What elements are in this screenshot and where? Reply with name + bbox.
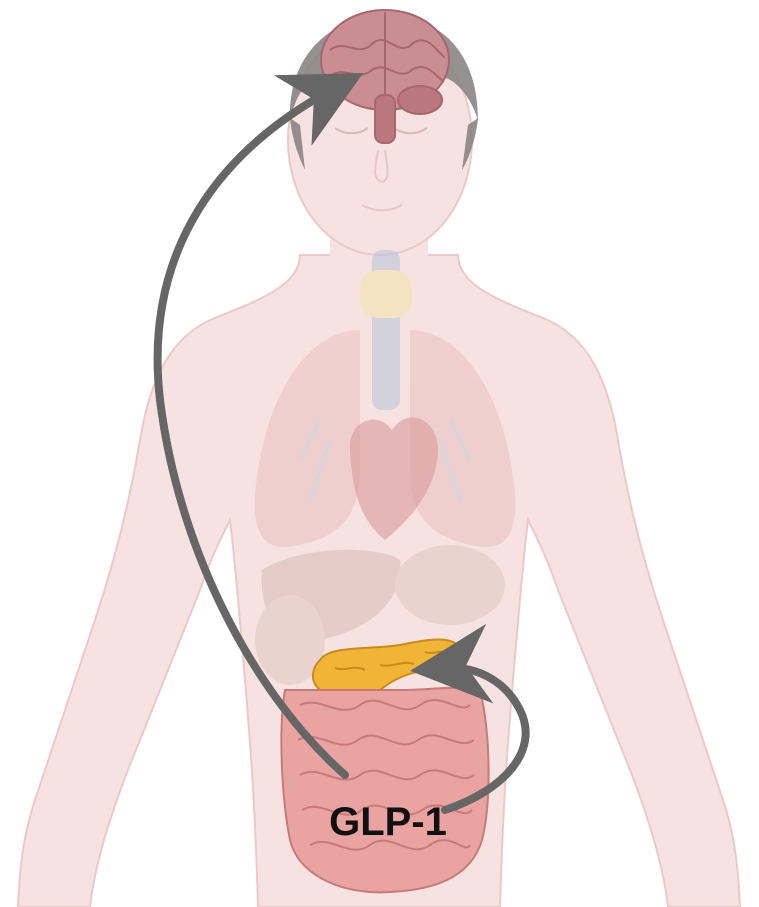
intestines <box>281 688 488 893</box>
glp1-label: GLP-1 <box>329 800 447 844</box>
